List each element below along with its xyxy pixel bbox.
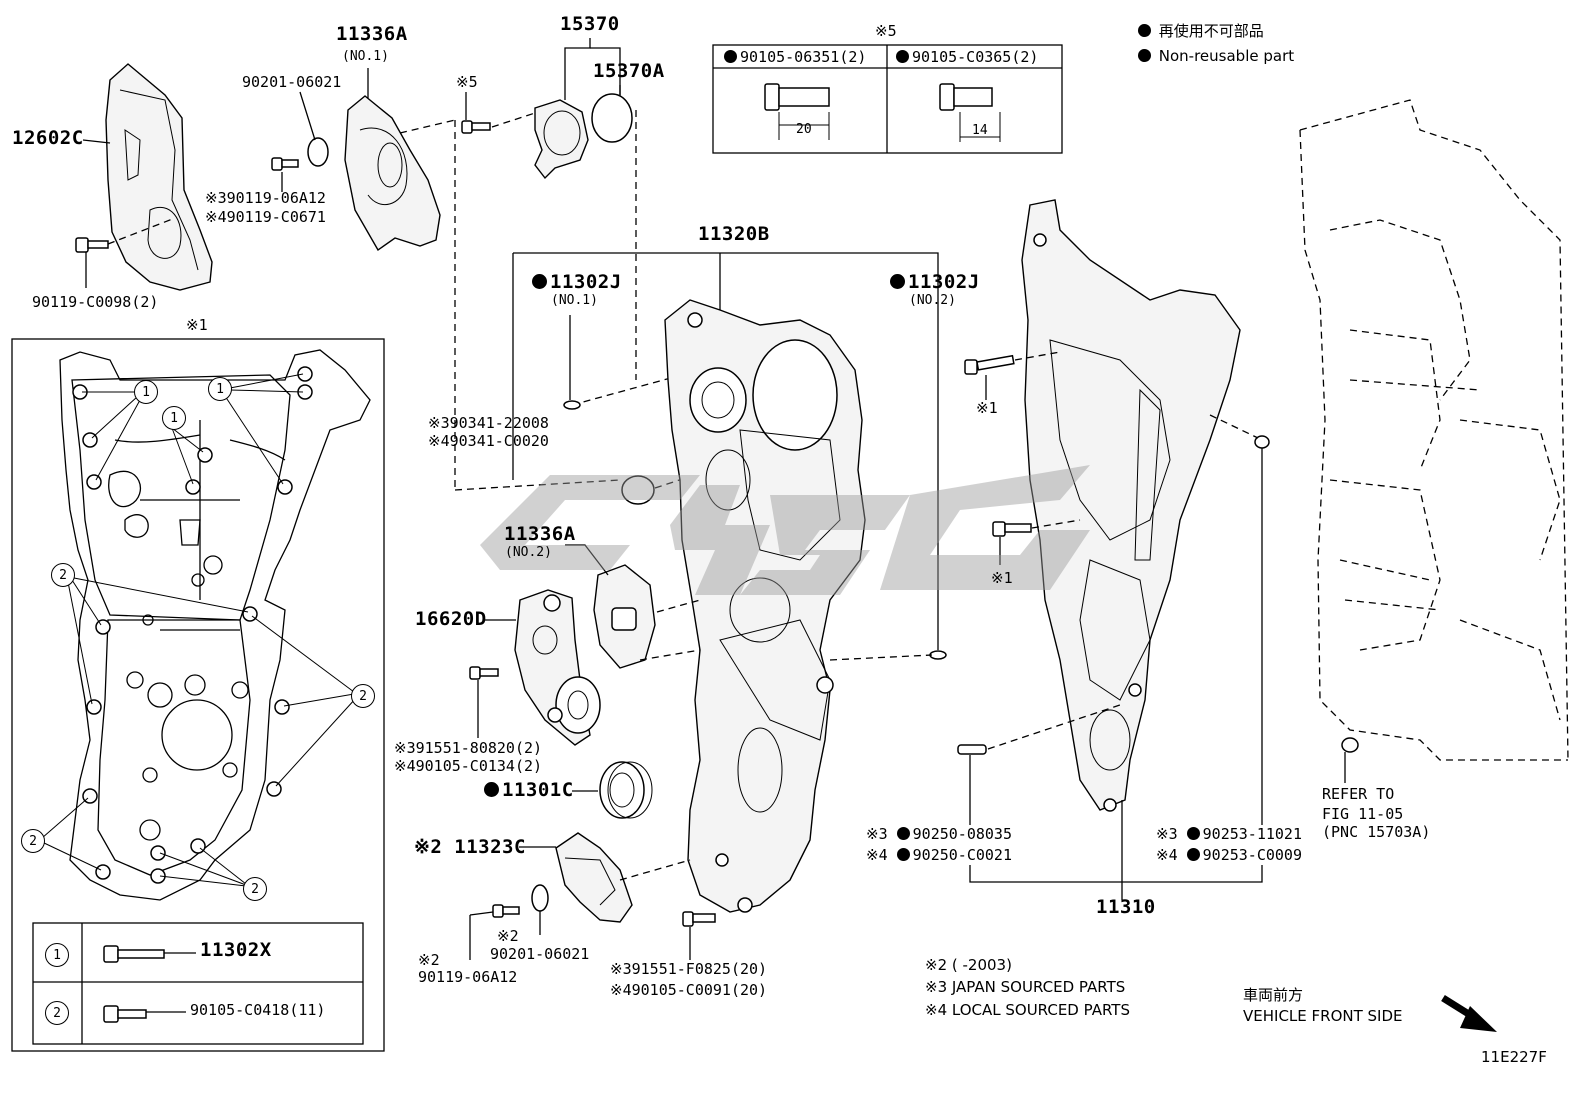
label-11336a-no1-sub: (NO.1) [342,49,389,64]
label-11302j-no2: 11302J [890,273,980,292]
guide-11336a-no1-shape [344,95,441,252]
inset-callout-1-c: 1 [162,406,186,430]
bolt-mark1-b-shape [992,521,1032,537]
note5-col2-part: 90105-C0365(2) [896,48,1038,66]
inset-callout-2-b: 2 [351,684,375,708]
label-15370: 15370 [560,13,620,35]
note-4: ※4 LOCAL SOURCED PARTS [925,1001,1130,1019]
label-11320b: 11320B [698,223,770,245]
label-refer-pnc: (PNC 15703A) [1322,823,1431,841]
tensioner-16620d-shape [514,589,601,746]
label-390119-06a12: ※390119-06A12 [205,189,326,207]
pulley-15370-shape [534,93,633,180]
inset-leaders [41,373,357,887]
inset-callout-2-c: 2 [21,829,45,853]
bolt-90119-c0098-shape [75,237,109,253]
figure-code: 11E227F [1481,1048,1547,1066]
label-11302j-no1: 11302J [532,273,622,292]
vehicle-front-arrow-icon [1441,995,1497,1032]
label-mark5-bolt: ※5 [456,73,478,91]
inset-table-bolts [103,945,196,1023]
label-refer-to: REFER TO [1322,785,1395,803]
label-490105-c0134: ※490105-C0134(2) [394,757,543,775]
bolt-391551-f0825-shape [682,911,716,927]
timing-cover-12602c-shape [105,63,213,291]
label-11301c: 11301C [484,781,574,800]
front-label-jp: 車両前方 [1243,986,1304,1004]
note5-col1-dim: 20 [796,122,812,137]
inset-callout-2-a: 2 [51,563,75,587]
label-90250-c0021: ※4 90250-C0021 [866,846,1012,864]
label-12602c: 12602C [12,127,84,149]
note5-col2-dim: 14 [972,123,988,138]
legend-nonreusable-jp: 再使用不可部品 [1138,22,1264,40]
bolt-390119-shape [271,157,299,171]
note5-mark: ※5 [875,22,897,40]
label-16620d: 16620D [415,608,487,630]
label-90119-c0098: 90119-C0098(2) [32,293,159,311]
inset-row1-number: 1 [45,943,69,967]
label-90253-c0009: ※4 90253-C0009 [1156,846,1302,864]
label-11336a-no2-sub: (NO.2) [505,545,552,560]
inset-row2-number: 2 [45,1001,69,1025]
label-391551-80820: ※391551-80820(2) [394,739,543,757]
inset-callout-1-a: 1 [134,380,158,404]
label-90201-06021-bot: 90201-06021 [490,945,590,963]
label-90250-08035: ※3 90250-08035 [866,825,1012,843]
front-label-en: VEHICLE FRONT SIDE [1243,1007,1403,1025]
label-mark1-a: ※1 [976,399,998,417]
note5-table-frame [712,44,1063,154]
label-390341-22008: ※390341-22008 [428,414,549,432]
label-11302j-no1-sub: (NO.1) [551,293,598,308]
cover-11323c-shape [555,832,633,923]
label-11302j-no2-sub: (NO.2) [909,293,956,308]
label-mark2-a: ※2 [497,927,519,945]
label-391551-f0825: ※391551-F0825(20) [610,960,768,978]
oil-seal-11301c-shape [599,761,653,819]
label-11323c: ※2 11323C [414,836,526,858]
watermark-logo [440,455,1130,615]
label-90201-06021-top: 90201-06021 [242,73,342,91]
inset-frame [11,338,385,1052]
bolt-391551-shape [469,666,499,680]
cover-11310-shape [1021,199,1241,812]
bolt-mark5-shape [461,120,491,134]
label-11336a-no1: 11336A [336,23,408,45]
note-3: ※3 JAPAN SOURCED PARTS [925,978,1126,996]
label-490119-c0671: ※490119-C0671 [205,208,326,226]
label-mark1-b: ※1 [991,569,1013,587]
label-refer-fig: FIG 11-05 [1322,805,1404,823]
legend-nonreusable-en: Non-reusable part [1138,47,1294,65]
engine-block-outline [1299,99,1569,761]
guide-11336a-no2-shape [593,564,656,669]
label-90119-06a12: 90119-06A12 [418,968,518,986]
inset-mark1: ※1 [186,316,208,334]
note-2: ※2 ( -2003) [925,956,1012,974]
label-11336a-no2: 11336A [504,523,576,545]
inset-callout-2-d: 2 [243,877,267,901]
label-490341-c0020: ※490341-C0020 [428,432,549,450]
label-11310: 11310 [1096,896,1156,918]
label-90253-11021: ※3 90253-11021 [1156,825,1302,843]
timing-chain-cover-11320b-shape [664,299,866,913]
label-mark2-b: ※2 [418,951,440,969]
note5-col1-part: 90105-06351(2) [724,48,866,66]
inset-callout-1-b: 1 [208,377,232,401]
label-490105-c0091: ※490105-C0091(20) [610,981,768,999]
label-15370a: 15370A [593,60,665,82]
inset-row1-part: 11302X [200,939,272,961]
bolt-mark1-a-shape [964,354,1015,375]
bolt-90119-06a12-shape [492,904,520,918]
inset-row2-part: 90105-C0418(11) [190,1001,326,1019]
